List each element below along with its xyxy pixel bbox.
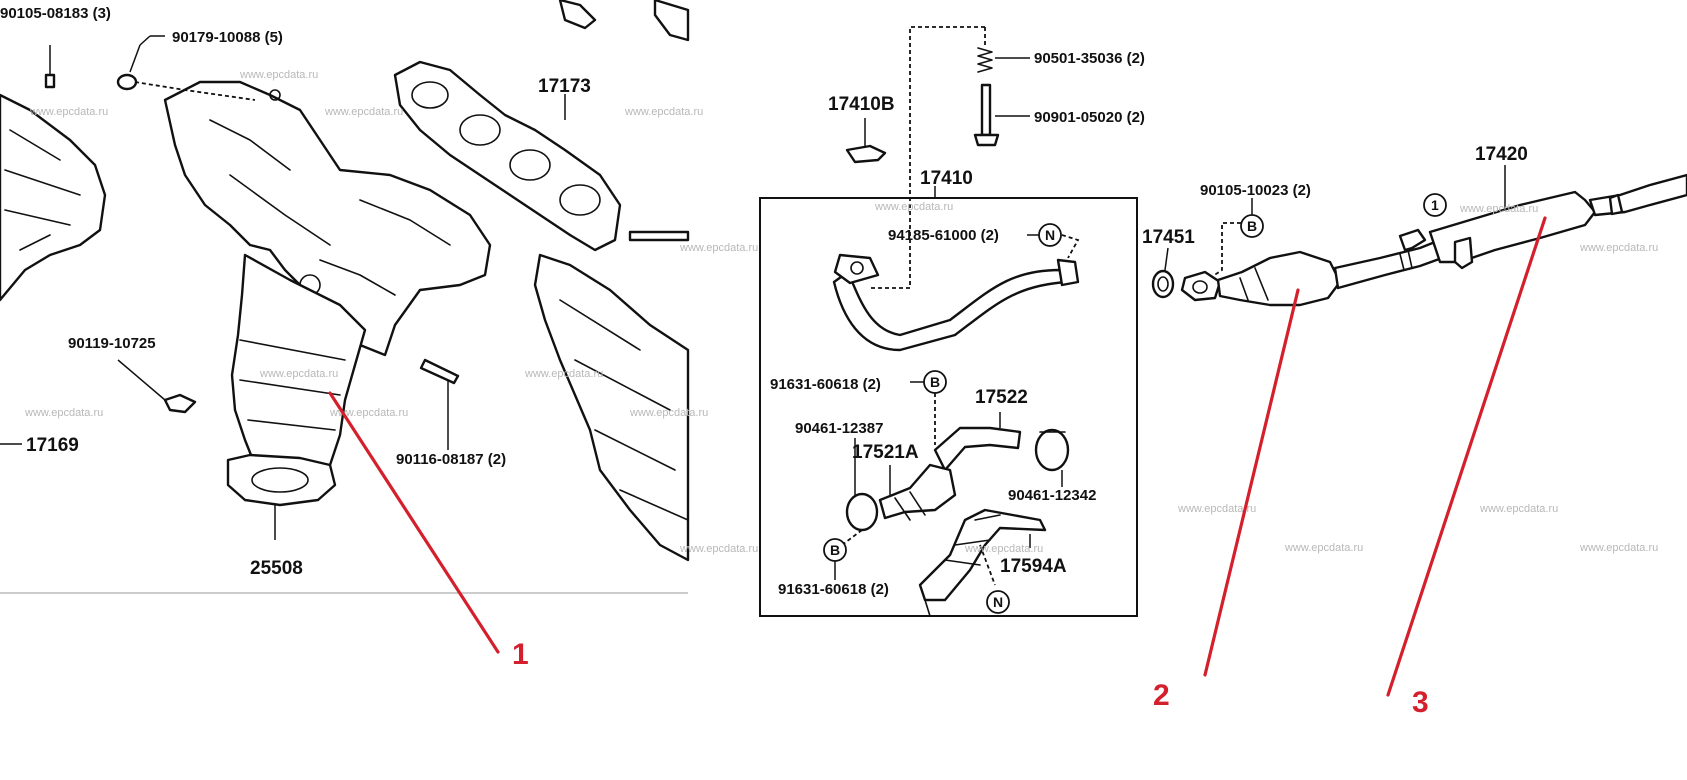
clamp-90461-12342 (1034, 428, 1070, 487)
mark-1-circle (1423, 193, 1447, 217)
assembly-box-17410 (759, 197, 1138, 617)
watermark: www.epcdata.ru (964, 543, 1043, 555)
watermark: www.epcdata.ru (1579, 542, 1658, 554)
callout-1-number: 1 (512, 638, 529, 671)
bolt-90105-08183 (44, 45, 56, 89)
left-panel: 90105-08183 (3) 90179-10088 (5) 17173 90… (0, 0, 708, 594)
right-panel: B 1 17420 90105-10023 (2) 17451 www.epcd… (1142, 144, 1687, 554)
catalytic-converter (1216, 250, 1342, 307)
clamp-90461-12387 (845, 492, 879, 532)
watermark: www.epcdata.ru (679, 242, 758, 254)
mark-b-text: B (930, 374, 940, 390)
label-90461-12387: 90461-12387 (795, 420, 883, 437)
label-17169: 17169 (26, 435, 79, 456)
label-90105-08183: 90105-08183 (3) (0, 5, 111, 22)
label-91631-60618-upper: 91631-60618 (2) (770, 376, 881, 393)
callout-1-line (328, 391, 500, 654)
heat-shield-17594A (918, 508, 1047, 602)
label-25508: 25508 (250, 558, 303, 579)
callout-3-number: 3 (1412, 686, 1429, 719)
bolt-90901-05020 (973, 83, 1030, 147)
label-94185-61000: 94185-61000 (2) (888, 227, 999, 244)
nut-90179-10088 (116, 73, 138, 91)
watermark: www.epcdata.ru (1284, 542, 1363, 554)
label-90105-10023: 90105-10023 (2) (1200, 182, 1311, 199)
stud-90116-08187 (419, 358, 460, 385)
watermark: www.epcdata.ru (324, 106, 403, 118)
leader-nut-dashed (134, 81, 256, 101)
mark-n-text: N (1045, 227, 1055, 243)
watermark: www.epcdata.ru (29, 106, 108, 118)
watermark: www.epcdata.ru (1479, 503, 1558, 515)
callout-2-line (1203, 288, 1300, 677)
watermark: www.epcdata.ru (524, 368, 603, 380)
pipe-17521A (878, 463, 957, 520)
watermark: www.epcdata.ru (624, 106, 703, 118)
label-17420: 17420 (1475, 144, 1528, 165)
red-callouts: 1 2 3 (328, 216, 1547, 719)
label-90119-10725: 90119-10725 (68, 335, 156, 352)
front-pipe-17410 (832, 268, 1070, 352)
gasket-17451 (1151, 247, 1175, 299)
label-17522: 17522 (975, 387, 1028, 408)
watermark: www.epcdata.ru (1459, 203, 1538, 215)
watermark: www.epcdata.ru (629, 407, 708, 419)
converter-flange (226, 453, 337, 507)
label-17410B: 17410B (828, 94, 895, 115)
label-17173: 17173 (538, 76, 591, 97)
label-17521A: 17521A (852, 442, 919, 463)
watermark: www.epcdata.ru (24, 407, 103, 419)
intermediate-pipe (1333, 238, 1444, 290)
mark-1-text: 1 (1431, 197, 1439, 213)
label-90179-10088: 90179-10088 (5) (172, 29, 283, 46)
spring-90501-35036 (977, 47, 1030, 73)
exhaust-manifold (163, 80, 492, 357)
callout-2-number: 2 (1153, 679, 1170, 712)
mark-b-text: B (1247, 218, 1257, 234)
label-17451: 17451 (1142, 227, 1195, 248)
label-90501-35036: 90501-35036 (2) (1034, 50, 1145, 67)
mark-n-circle (986, 590, 1010, 614)
manifold-gasket (393, 60, 622, 252)
heat-shield-left (0, 93, 107, 302)
mark-n-text: N (993, 594, 1003, 610)
nut-17410B (845, 118, 887, 164)
bolt-90119-10725 (163, 393, 197, 414)
watermark: www.epcdata.ru (239, 69, 318, 81)
watermark: www.epcdata.ru (874, 201, 953, 213)
label-17594A: 17594A (1000, 556, 1067, 577)
pipe-17522 (933, 426, 1022, 472)
watermark: www.epcdata.ru (329, 407, 408, 419)
label-90461-12342: 90461-12342 (1008, 487, 1096, 504)
watermark: www.epcdata.ru (1579, 242, 1658, 254)
middle-panel: N B B N (679, 26, 1145, 617)
label-90116-08187: 90116-08187 (2) (396, 451, 506, 468)
watermark: www.epcdata.ru (679, 543, 758, 555)
watermark: www.epcdata.ru (259, 368, 338, 380)
mark-b-text: B (830, 542, 840, 558)
callout-3-line (1386, 216, 1547, 697)
watermark: www.epcdata.ru (1177, 503, 1256, 515)
label-91631-60618-lower: 91631-60618 (2) (778, 581, 889, 598)
label-17410: 17410 (920, 168, 973, 189)
heat-shield-right (533, 253, 690, 562)
label-90901-05020: 90901-05020 (2) (1034, 109, 1145, 126)
